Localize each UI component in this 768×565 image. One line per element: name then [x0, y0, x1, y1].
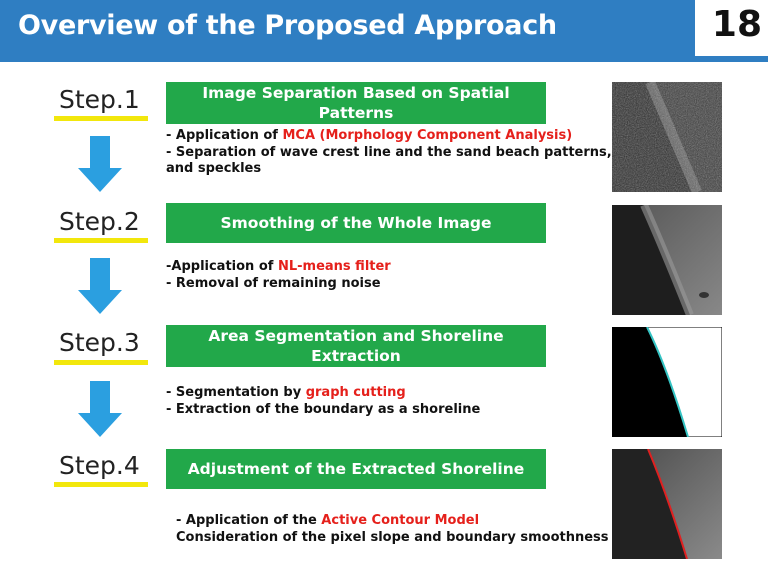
- step-4-title: Adjustment of the Extracted Shoreline: [187, 460, 525, 478]
- step-2-desc-line2: - Removal of remaining noise: [166, 275, 381, 291]
- step-1-image-thumbnail: [612, 82, 722, 192]
- down-arrow-icon: [78, 381, 122, 437]
- step-1-label: Step.1: [59, 85, 140, 114]
- step-1-desc-line2: - Separation of wave crest line and the …: [166, 144, 612, 160]
- step-2-title: Smoothing of the Whole Image: [220, 214, 492, 232]
- step-4-image-thumbnail: [612, 449, 722, 559]
- step-1-underline: [54, 116, 148, 121]
- step-3-desc-highlight: graph cutting: [305, 385, 406, 400]
- step-4-label: Step.4: [59, 451, 140, 480]
- step-4-title-box: Adjustment of the Extracted Shoreline: [166, 449, 546, 489]
- step-3-label: Step.3: [59, 328, 140, 357]
- step-1-description: - Application of MCA (Morphology Compone…: [166, 128, 612, 178]
- step-4-desc-line2: Consideration of the pixel slope and bou…: [176, 529, 609, 545]
- step-1-title: Image Separation Based on Spatial Patter…: [202, 84, 510, 122]
- step-3-underline: [54, 360, 148, 365]
- title-bar: Overview of the Proposed Approach: [0, 0, 695, 56]
- slide-title: Overview of the Proposed Approach: [18, 10, 557, 41]
- header-divider: [0, 56, 768, 62]
- step-4-desc-highlight: Active Contour Model: [321, 513, 480, 528]
- step-1-desc-highlight: MCA (Morphology Component Analysis): [282, 128, 573, 143]
- step-1-desc-line3: and speckles: [166, 161, 262, 176]
- step-3-image-thumbnail: [612, 327, 722, 437]
- step-3-desc-prefix: - Segmentation by: [166, 385, 306, 400]
- step-2-title-box: Smoothing of the Whole Image: [166, 203, 546, 243]
- step-3-title-line1: Area Segmentation and Shoreline: [208, 327, 504, 345]
- step-4-underline: [54, 482, 148, 487]
- step-1-title-box: Image Separation Based on Spatial Patter…: [166, 82, 546, 124]
- step-3-title-line2: Extraction: [311, 347, 401, 365]
- step-4-desc-prefix: - Application of the: [176, 513, 322, 528]
- step-3-title-box: Area Segmentation and Shoreline Extracti…: [166, 325, 546, 367]
- step-2-desc-highlight: NL-means filter: [277, 259, 391, 274]
- down-arrow-icon: [78, 136, 122, 192]
- page-number: 18: [711, 4, 762, 45]
- step-3-desc-line2: - Extraction of the boundary as a shorel…: [166, 401, 481, 417]
- step-1-desc-prefix: - Application of: [166, 128, 283, 143]
- step-2-underline: [54, 238, 148, 243]
- down-arrow-icon: [78, 258, 122, 314]
- step-2-label: Step.2: [59, 207, 140, 236]
- step-2-image-thumbnail: [612, 205, 722, 315]
- step-2-description: -Application of NL-means filter - Remova…: [166, 259, 391, 292]
- step-4-description: - Application of the Active Contour Mode…: [176, 513, 609, 546]
- step-2-desc-prefix: -Application of: [166, 259, 278, 274]
- step-3-description: - Segmentation by graph cutting - Extrac…: [166, 385, 480, 418]
